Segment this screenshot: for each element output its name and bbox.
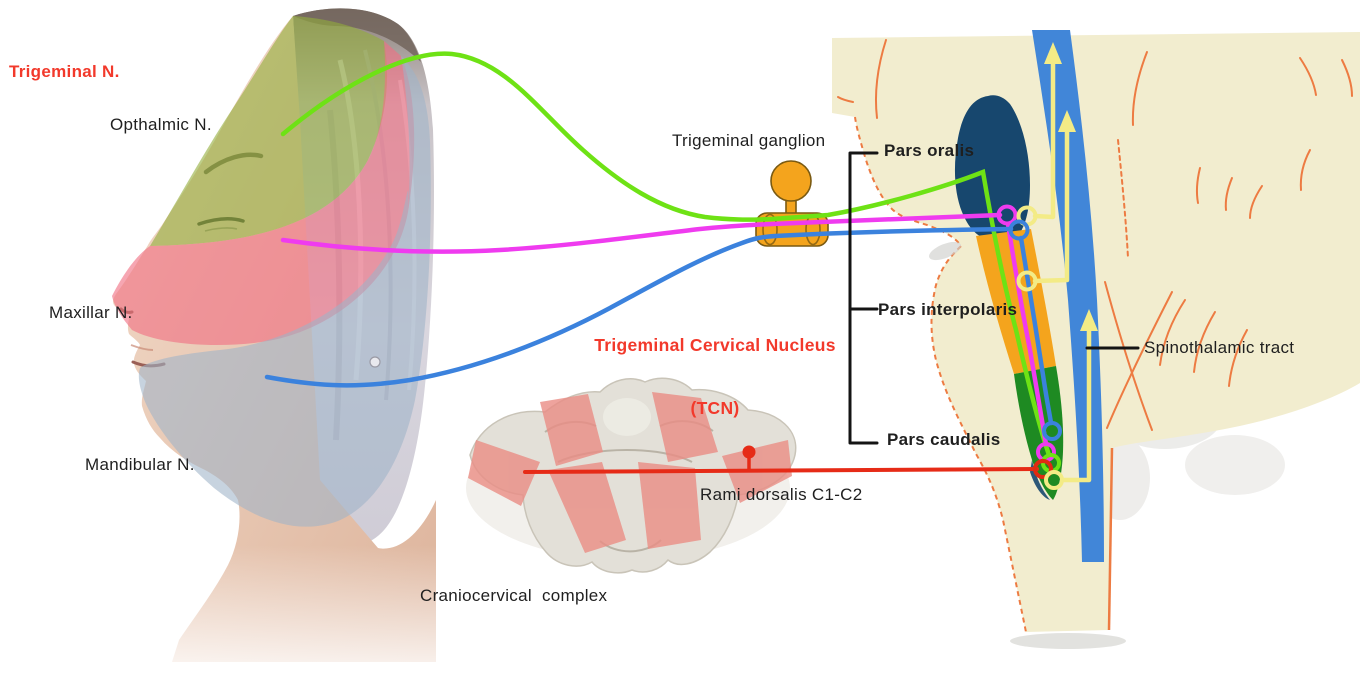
squiggle: [1224, 177, 1233, 211]
muscle-patch: [652, 392, 718, 462]
yellow-arrow-up: [1058, 110, 1076, 132]
squiggle: [1299, 57, 1317, 96]
ophthalmic-nerve-line: [280, 51, 1052, 458]
maxillary-region-overlay: [112, 41, 415, 346]
squiggle: [837, 96, 854, 103]
second-order-yellow-paths: [1032, 42, 1098, 483]
face-photo: [100, 8, 436, 678]
ganglion-head: [770, 160, 812, 202]
mandibular-nerve-line: [264, 226, 1014, 388]
squiggle: [1341, 59, 1353, 97]
nucleus-bracket: [848, 151, 879, 445]
photo-bottom-fade: [100, 545, 436, 678]
spinothalamic-tract-band: [1032, 30, 1104, 562]
rami-dorsalis-label: Rami dorsalis C1-C2: [700, 485, 863, 504]
brainstem-illustration: [832, 30, 1360, 649]
annotation-lines: [848, 151, 1140, 445]
odontoid: [603, 398, 651, 436]
spinothalamic-tract-label: Spinothalamic tract: [1144, 338, 1295, 357]
squiggle: [1106, 291, 1173, 429]
squiggle: [1117, 139, 1129, 259]
mandibular-region-overlay: [138, 56, 431, 527]
squiggle: [1299, 149, 1311, 191]
squiggle: [1131, 51, 1148, 126]
upper-lip-shade: [130, 344, 154, 351]
muscle-patch: [638, 462, 701, 549]
tcn-abbr: (TCN): [690, 398, 740, 418]
yellow-arrow-up: [1044, 42, 1062, 64]
ganglion-cap: [762, 213, 778, 246]
mandibular-n-label: Mandibular N.: [85, 455, 195, 474]
yellow-path-interpolaris: [1032, 127, 1070, 284]
tcn-label: Trigeminal Cervical Nucleus (TCN): [580, 293, 850, 440]
pars-oralis-label: Pars oralis: [884, 141, 975, 160]
blue-synapse-ring: [1008, 219, 1030, 241]
vessel-squiggles: [837, 39, 1353, 431]
squiggle: [1228, 329, 1248, 387]
squiggle: [875, 39, 887, 119]
brainstem-contour: [854, 116, 1027, 633]
blue-synapse-ring: [1042, 421, 1062, 441]
yellow-synapse-ring: [1044, 470, 1064, 490]
squiggle: [1104, 281, 1153, 431]
pin-head: [742, 445, 756, 459]
squiggle: [1193, 311, 1216, 373]
cord-shadow: [1010, 633, 1126, 649]
muscle-patch: [540, 394, 603, 466]
rami-dorsalis-line: [523, 445, 1039, 474]
synapse-rings: [996, 204, 1064, 490]
ophthalmic-region-overlay: [150, 16, 388, 246]
tcn-title: Trigeminal Cervical Nucleus: [594, 335, 836, 355]
yellow-synapse-ring: [1016, 270, 1038, 292]
pars-oralis-shape: [954, 95, 1030, 240]
gray-smudge: [929, 241, 961, 261]
red-line: [523, 467, 1039, 474]
nerve-lines: [264, 51, 1054, 458]
red-synapse-ring: [1033, 459, 1053, 479]
maxillary-nerve-line: [280, 212, 1003, 254]
maxillary-descending-line: [1005, 221, 1049, 447]
muscle-patch: [548, 462, 626, 553]
squiggle: [1159, 299, 1186, 366]
yellow-path-oralis: [1032, 59, 1056, 220]
craniocervical-complex-label: Craniocervical complex: [420, 586, 608, 605]
magenta-synapse-ring: [996, 204, 1018, 226]
trigeminal-ganglion-label: Trigeminal ganglion: [672, 131, 826, 150]
pars-caudalis-label: Pars caudalis: [887, 430, 1001, 449]
craniocervical-complex-image: [466, 377, 797, 574]
brainstem-contour-right: [1107, 447, 1114, 631]
trigeminal-n-label: Trigeminal N.: [9, 62, 120, 81]
earring-stud: [369, 356, 381, 368]
squiggle: [1195, 167, 1201, 204]
squiggle: [1249, 185, 1263, 219]
opthalmic-n-label: Opthalmic N.: [110, 115, 212, 134]
ghost-shape: [1185, 435, 1285, 495]
yellow-path-caudalis: [1060, 326, 1092, 483]
pars-interpolaris-label: Pars interpolaris: [878, 300, 1018, 319]
yellow-arrow-up: [1080, 309, 1098, 331]
muscle-patch: [468, 440, 540, 506]
caudal-navy-sliver: [1030, 460, 1050, 500]
muscle-overlays: [468, 392, 792, 553]
maxillar-n-label: Maxillar N.: [49, 303, 133, 322]
